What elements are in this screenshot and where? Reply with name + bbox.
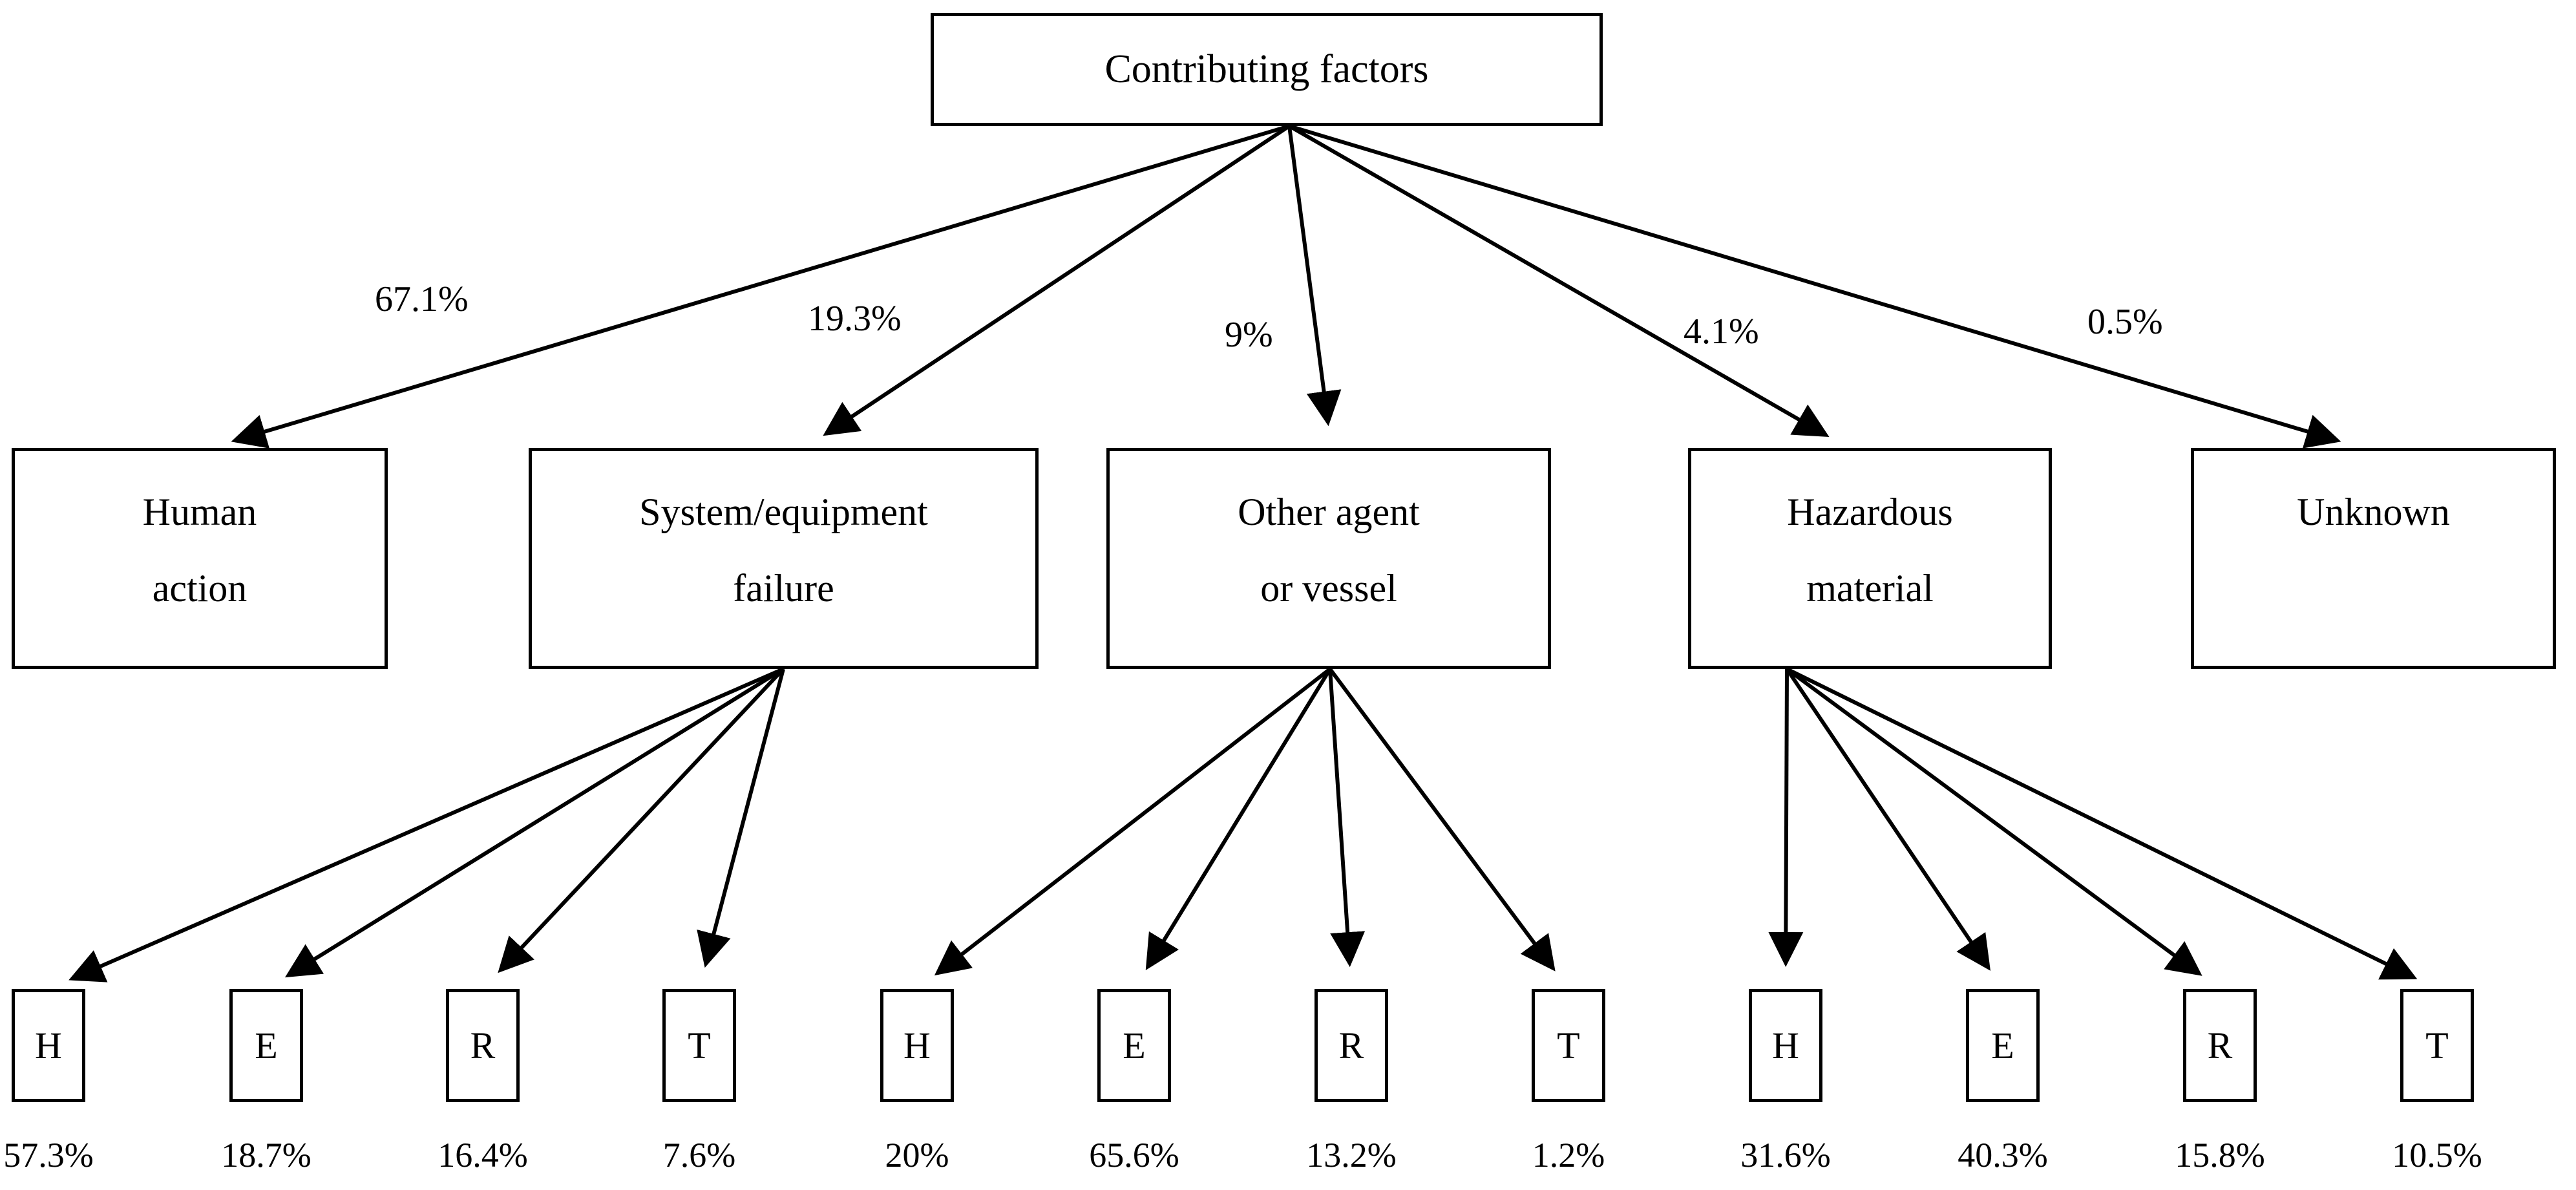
node-level2-1[interactable]: System/equipment failure: [529, 448, 1039, 669]
node-leaf-9[interactable]: E: [1966, 989, 2040, 1102]
node-leaf-6[interactable]: R: [1314, 989, 1388, 1102]
node-leaf-label: E: [1123, 1024, 1146, 1067]
edge-level2-2-to-leaf-5: [1145, 668, 1332, 971]
node-level2-label-line2: or vessel: [1260, 567, 1397, 610]
node-leaf-8[interactable]: H: [1749, 989, 1822, 1102]
node-leaf-10[interactable]: R: [2183, 989, 2257, 1102]
leaf-percent-label-7: 1.2%: [1532, 1136, 1605, 1174]
edge-level2-3-to-leaf-9: [1785, 668, 1990, 971]
edge-level2-3-to-leaf-10: [1786, 667, 2202, 976]
node-leaf-2[interactable]: R: [446, 989, 520, 1102]
node-level2-2[interactable]: Other agent or vessel: [1106, 448, 1551, 669]
node-leaf-3[interactable]: T: [662, 989, 736, 1102]
edge-percent-label-4: 0.5%: [2087, 302, 2163, 342]
node-leaf-label: T: [688, 1024, 711, 1067]
edge-percent-label-3: 4.1%: [1684, 312, 1759, 352]
edge-level2-2-to-leaf-6: [1328, 668, 1366, 968]
node-leaf-label: E: [255, 1024, 278, 1067]
node-level2-label-line1: Other agent: [1238, 491, 1420, 533]
leaf-percent-label-11: 10.5%: [2392, 1136, 2482, 1174]
node-leaf-label: R: [2207, 1024, 2233, 1067]
edge-percent-label-1: 19.3%: [808, 299, 902, 339]
node-leaf-5[interactable]: E: [1097, 989, 1171, 1102]
node-leaf-label: T: [1557, 1024, 1580, 1067]
edge-root-to-level2-1: [823, 124, 1291, 436]
node-level2-label-line1: Unknown: [2297, 491, 2450, 533]
node-level2-4[interactable]: Unknown: [2191, 448, 2556, 669]
node-leaf-label: H: [1772, 1024, 1799, 1067]
leaf-percent-label-1: 18.7%: [221, 1136, 311, 1174]
edge-level2-1-to-leaf-0: [69, 667, 785, 983]
node-leaf-0[interactable]: H: [12, 989, 85, 1102]
node-leaf-label: R: [1338, 1024, 1364, 1067]
edge-level2-3-to-leaf-11: [1786, 667, 2418, 980]
node-leaf-11[interactable]: T: [2400, 989, 2474, 1102]
node-leaf-4[interactable]: H: [880, 989, 954, 1102]
node-leaf-label: H: [35, 1024, 62, 1067]
node-level2-label-line1: System/equipment: [639, 491, 928, 533]
node-leaf-label: T: [2425, 1024, 2449, 1067]
edge-level2-3-to-leaf-8: [1768, 668, 1804, 968]
node-level2-0[interactable]: Human action: [12, 448, 388, 669]
edge-level2-1-to-leaf-2: [498, 667, 785, 973]
node-leaf-1[interactable]: E: [229, 989, 303, 1102]
edge-level2-2-to-leaf-7: [1328, 668, 1556, 972]
leaf-percent-label-2: 16.4%: [438, 1136, 528, 1174]
node-level2-label-line2: action: [152, 567, 248, 610]
edge-percent-label-0: 67.1%: [375, 279, 469, 319]
node-level2-3[interactable]: Hazardous material: [1688, 448, 2052, 669]
edge-percent-label-2: 9%: [1225, 315, 1273, 355]
node-level2-label-line2: failure: [733, 567, 834, 610]
leaf-percent-label-6: 13.2%: [1306, 1136, 1397, 1174]
leaf-percent-label-0: 57.3%: [3, 1136, 94, 1174]
edge-root-to-level2-2: [1287, 125, 1342, 427]
node-root-label: Contributing factors: [1104, 47, 1429, 92]
node-leaf-7[interactable]: T: [1532, 989, 1605, 1102]
edge-root-to-level2-4: [1289, 124, 2341, 449]
edge-level2-2-to-leaf-4: [934, 667, 1331, 976]
leaf-percent-label-4: 20%: [885, 1136, 949, 1174]
leaf-percent-label-9: 40.3%: [1958, 1136, 2048, 1174]
node-leaf-label: R: [470, 1024, 496, 1067]
node-root[interactable]: Contributing factors: [931, 13, 1603, 126]
node-leaf-label: E: [1991, 1024, 2014, 1067]
node-level2-label-line1: Hazardous: [1787, 491, 1953, 533]
edge-root-to-level2-3: [1288, 124, 1830, 438]
node-leaf-label: H: [903, 1024, 931, 1067]
node-level2-label-line2: material: [1806, 567, 1934, 610]
leaf-percent-label-3: 7.6%: [662, 1136, 736, 1174]
node-level2-label-line1: Human: [142, 491, 257, 533]
leaf-percent-label-10: 15.8%: [2175, 1136, 2265, 1174]
leaf-percent-label-5: 65.6%: [1089, 1136, 1179, 1174]
edge-level2-1-to-leaf-3: [697, 668, 785, 968]
leaf-percent-label-8: 31.6%: [1740, 1136, 1831, 1174]
edge-level2-1-to-leaf-1: [284, 667, 785, 978]
